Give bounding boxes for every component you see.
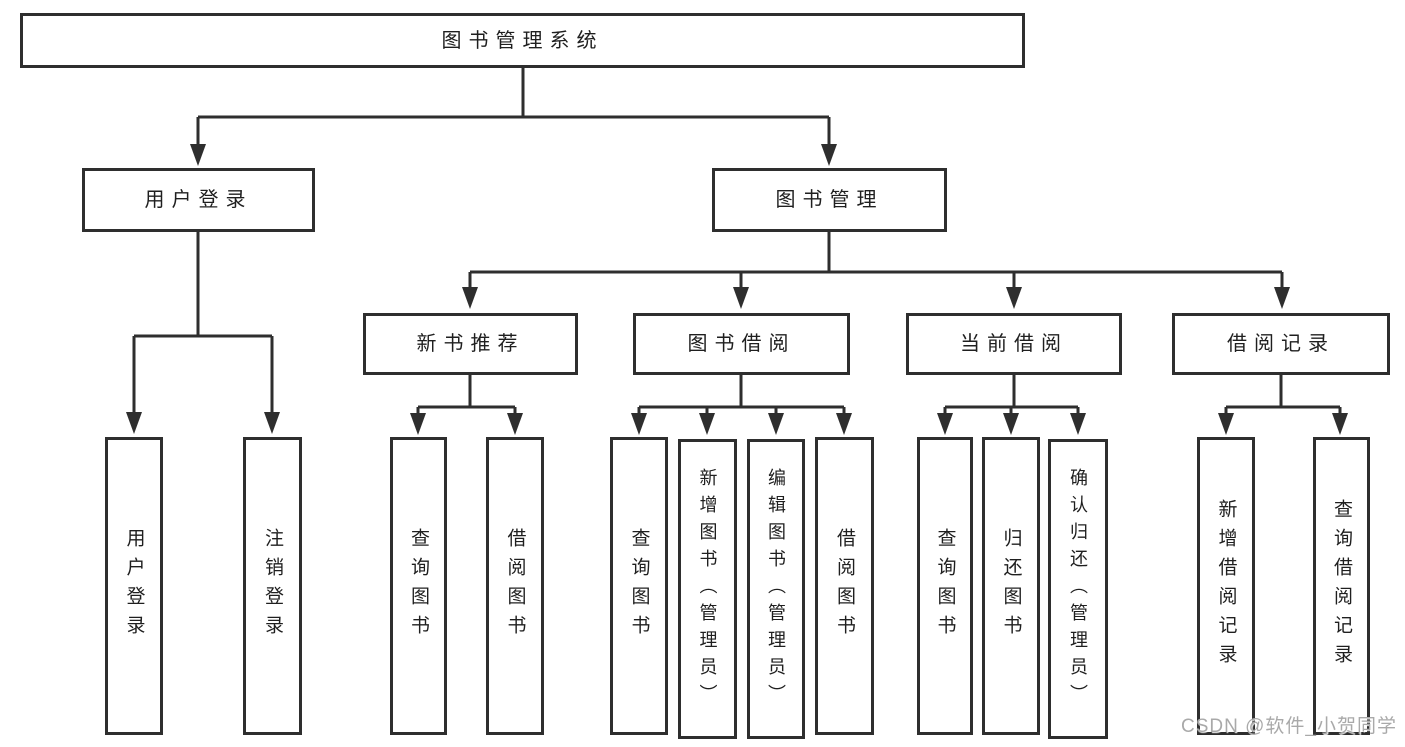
leaf-current-query-books-label: 查询图书 [934,528,956,644]
arrow-down-icon [836,413,852,435]
connector-book-management [468,232,1284,288]
leaf-newbook-borrow-books-label: 借阅图书 [504,528,526,644]
leaf-borrow-query-books-label: 查询图书 [628,528,650,644]
leaf-records-add-record: 新增借阅记录 [1197,437,1255,735]
node-new-book-recommend-label: 新书推荐 [416,333,525,355]
node-current-borrow: 当前借阅 [906,313,1122,375]
leaf-records-query-record: 查询借阅记录 [1313,437,1370,735]
arrow-down-icon [190,144,206,166]
leaf-current-return-books: 归还图书 [982,437,1040,735]
connector-new-book [416,375,517,414]
leaf-borrow-add-books: 新增图书（管理员） [678,439,737,739]
leaf-borrow-borrow-books: 借阅图书 [815,437,874,735]
arrow-down-icon [699,413,715,435]
leaf-logout-label: 注销登录 [262,528,283,644]
node-book-borrow-label: 图书借阅 [687,333,796,355]
arrow-down-icon [264,412,280,434]
leaf-newbook-query-books-label: 查询图书 [408,528,429,644]
node-user-login-label: 用户登录 [144,189,253,211]
leaf-current-return-books-label: 归还图书 [1000,528,1022,644]
arrow-down-icon [410,413,426,435]
arrow-down-icon [631,413,647,435]
leaf-user-login: 用户登录 [105,437,163,735]
arrow-down-icon [1218,413,1234,435]
arrow-down-icon [1332,413,1348,435]
arrow-down-icon [126,412,142,434]
arrow-down-icon [768,413,784,435]
node-book-borrow: 图书借阅 [633,313,850,375]
node-new-book-recommend: 新书推荐 [363,313,578,375]
connector-book-borrow [637,375,846,414]
arrow-down-icon [1003,413,1019,435]
connector-current-borrow [943,375,1080,414]
node-root: 图书管理系统 [20,13,1025,68]
leaf-current-confirm-return: 确认归还（管理员） [1048,439,1108,739]
leaf-borrow-edit-books: 编辑图书（管理员） [747,439,805,739]
arrow-down-icon [1070,413,1086,435]
arrow-down-icon [1274,287,1290,309]
node-book-management-label: 图书管理 [775,189,884,211]
leaf-newbook-query-books: 查询图书 [390,437,447,735]
leaf-borrow-edit-books-label: 编辑图书（管理员） [766,467,786,711]
arrowheads [126,144,1348,435]
leaf-records-add-record-label: 新增借阅记录 [1215,499,1237,673]
node-user-login: 用户登录 [82,168,315,232]
connector-user-login [132,232,274,413]
connector-borrow-records [1224,375,1342,414]
leaf-current-query-books: 查询图书 [917,437,973,735]
leaf-logout: 注销登录 [243,437,302,735]
arrow-down-icon [937,413,953,435]
node-borrow-records: 借阅记录 [1172,313,1390,375]
node-book-management: 图书管理 [712,168,947,232]
arrow-down-icon [821,144,837,166]
node-current-borrow-label: 当前借阅 [960,333,1068,355]
arrow-down-icon [462,287,478,309]
arrow-down-icon [507,413,523,435]
arrow-down-icon [733,287,749,309]
arrow-down-icon [1006,287,1022,309]
leaf-borrow-borrow-books-label: 借阅图书 [834,528,855,644]
node-borrow-records-label: 借阅记录 [1227,333,1335,355]
watermark: CSDN @软件_小贺同学 [1181,716,1397,737]
connector-root [196,68,831,146]
leaf-records-query-record-label: 查询借阅记录 [1331,499,1352,673]
leaf-current-confirm-return-label: 确认归还（管理员） [1068,467,1088,711]
node-root-label: 图书管理系统 [441,29,604,52]
leaf-newbook-borrow-books: 借阅图书 [486,437,544,735]
leaf-borrow-add-books-label: 新增图书（管理员） [697,467,718,711]
leaf-user-login-label: 用户登录 [123,528,145,644]
leaf-borrow-query-books: 查询图书 [610,437,668,735]
